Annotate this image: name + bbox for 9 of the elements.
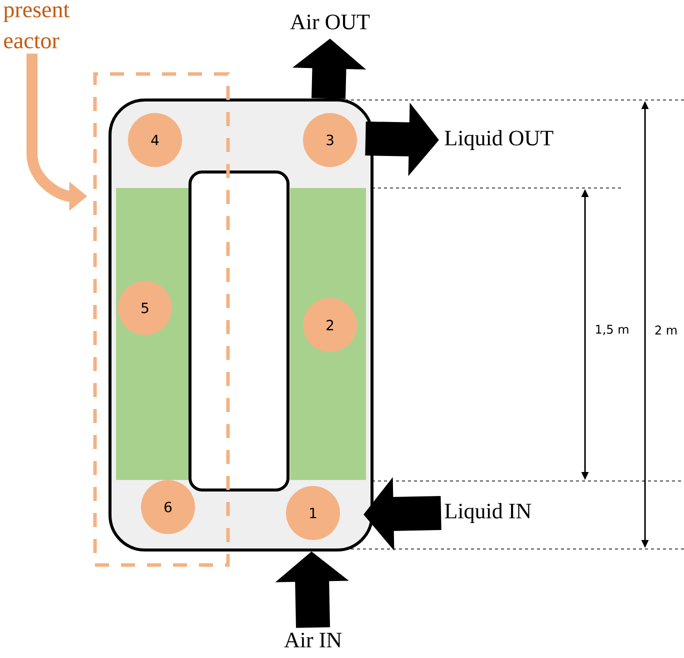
flow-label: Air OUT <box>290 14 370 30</box>
dimension-label: 2 m <box>653 324 679 336</box>
inner-tube-box <box>188 170 290 492</box>
flow-label: Liquid IN <box>444 503 532 523</box>
dashed-section-box <box>93 72 230 567</box>
flow-label: Air IN <box>284 632 342 648</box>
dimension-label: 1,5 m <box>594 324 630 336</box>
callout-text: present eactor <box>4 4 70 48</box>
flow-label: Liquid OUT <box>444 130 554 150</box>
